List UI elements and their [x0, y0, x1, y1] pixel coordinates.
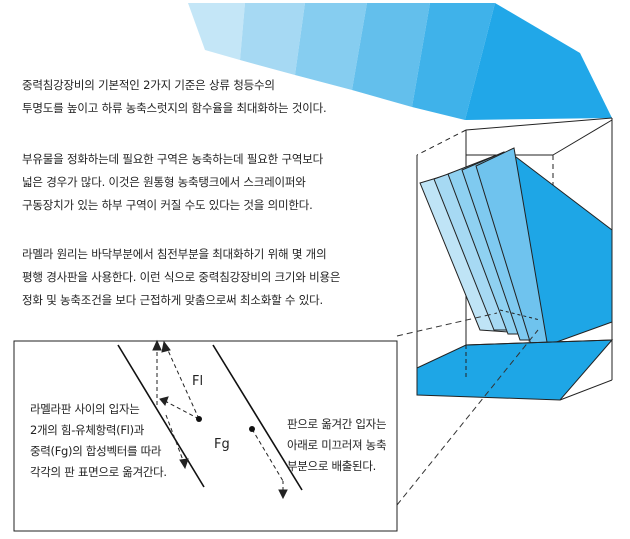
fluid-drag-label: Fl	[192, 374, 204, 389]
paragraph-line: 정화 및 농축조건을 보다 근접하게 맞춤으로써 최소화할 수 있다.	[22, 293, 323, 307]
paragraph-line: 중력침강장비의 기본적인 2가지 기준은 상류 청등수의	[22, 78, 275, 92]
paragraph-line: 라멜라 원리는 바닥부분에서 침전부분을 최대화하기 위해 몇 개의	[22, 247, 327, 261]
inset-right-caption: 판으로 옮겨간 입자는 아래로 미끄러져 농축 부분으로 배출된다.	[287, 414, 387, 477]
caption-line: 판으로 옮겨간 입자는	[287, 417, 387, 431]
gravity-label: Fg	[214, 437, 230, 452]
inset-plates	[117, 344, 303, 491]
force-vectors	[152, 339, 288, 500]
band-segment	[240, 3, 305, 75]
paragraph-line: 투명도를 높이고 하류 농축스럿지의 함수율을 최대화하는 것이다.	[22, 101, 327, 115]
caption-line: 각각의 판 표면으로 옮겨간다.	[30, 465, 167, 479]
caption-line: 아래로 미끄러져 농축	[287, 438, 387, 452]
thickener-box	[416, 339, 614, 401]
paragraph-line: 평행 경사판을 사용한다. 이런 식으로 중력침강장비의 크기와 비용은	[22, 270, 341, 284]
band-segment	[188, 3, 245, 60]
paragraph-line: 넓은 경우가 많다. 이것은 원통형 농축탱크에서 스크레이퍼와	[22, 175, 306, 189]
criteria-paragraph: 중력침강장비의 기본적인 2가지 기준은 상류 청등수의 투명도를 높이고 하류…	[22, 74, 327, 120]
band-segment	[412, 3, 495, 120]
inclined-plates	[419, 147, 613, 349]
lamella-principle-paragraph: 라멜라 원리는 바닥부분에서 침전부분을 최대화하기 위해 몇 개의 평행 경사…	[22, 243, 340, 312]
inset-box	[13, 340, 398, 532]
zone-paragraph: 부유물을 정화하는데 필요한 구역은 농축하는데 필요한 구역보다 넓은 경우가…	[22, 148, 323, 217]
caption-line: 중력(Fg)의 합성벡터를 따라	[30, 444, 162, 458]
inset-left-caption: 라멜라판 사이의 입자는 2개의 힘-유체항력(Fl)과 중력(Fg)의 합성벡…	[30, 399, 167, 483]
caption-line: 2개의 힘-유체항력(Fl)과	[30, 423, 145, 437]
clarity-gradient-band	[188, 3, 612, 120]
caption-line: 부분으로 배출된다.	[287, 459, 376, 473]
caption-line: 라멜라판 사이의 입자는	[30, 402, 140, 416]
paragraph-line: 부유물을 정화하는데 필요한 구역은 농축하는데 필요한 구역보다	[22, 152, 323, 166]
band-segment	[295, 3, 367, 90]
paragraph-line: 구동장치가 있는 하부 구역이 커질 수도 있다는 것을 의미한다.	[22, 198, 313, 212]
band-segment	[465, 3, 612, 120]
band-segment	[352, 3, 430, 107]
callout-lines	[396, 312, 539, 506]
